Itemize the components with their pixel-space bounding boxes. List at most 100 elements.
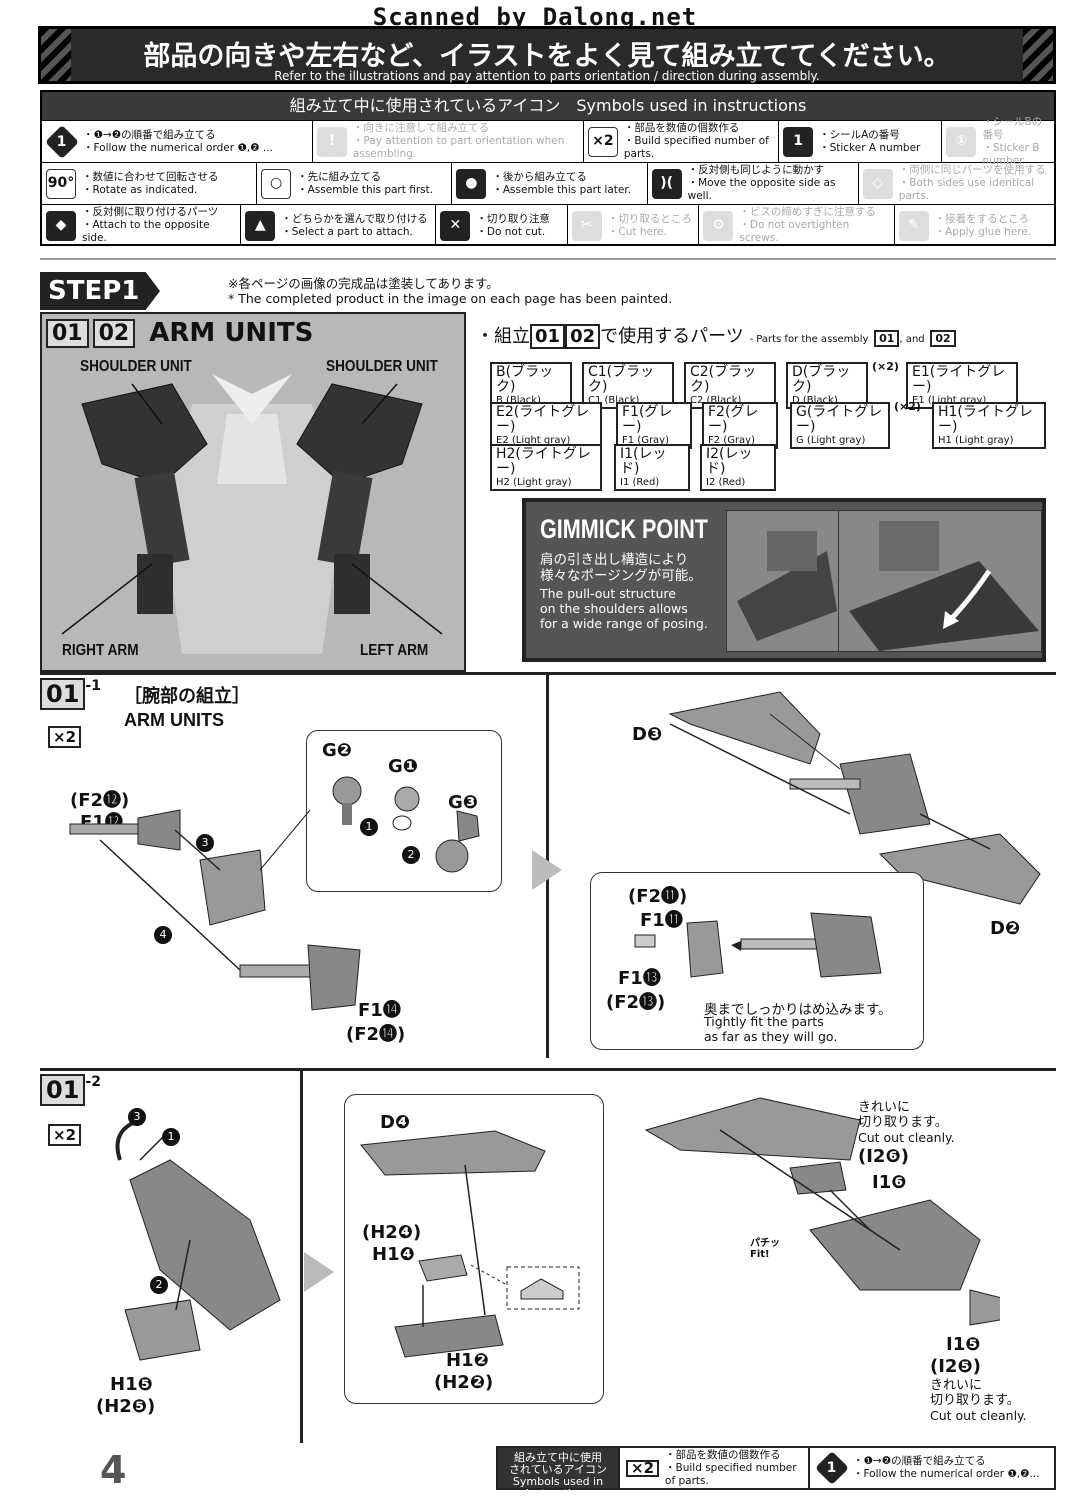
part-chip-en: I2 (Red) [706, 477, 746, 488]
label-d4: D❹ [380, 1112, 411, 1133]
fit-label: パチッ Fit! [750, 1238, 780, 1260]
symbol-cell-row1-1: !・向きに注意して組み立てる・Pay attention to part ori… [313, 121, 584, 162]
footer-x2-jp: ・部品を数値の個数作る [665, 1448, 781, 1461]
part-multiplier: (×2) [872, 360, 899, 373]
label-f2-12: (F2⓬) [70, 790, 130, 811]
symbol-jp: ・シールAの番号 [819, 128, 900, 141]
part-chip-jp: F2(グレー) [708, 404, 759, 435]
step-num-3-b: 3 [128, 1108, 146, 1126]
label-i2-6: (I2❻) [858, 1146, 909, 1167]
part-chip-jp: F1(グレー) [622, 404, 673, 435]
symbol-en: ・Assemble this part later. [492, 183, 632, 196]
part-chip-jp: D(ブラック) [792, 364, 851, 395]
symbol-cell-row1-4: ①・シールBの番号・Sticker B number [942, 116, 1054, 167]
label-right-arm: RIGHT ARM [62, 642, 139, 659]
parts-en-badge-01: 01 [874, 330, 900, 347]
footer-x2-cell: ×2 ・部品を数値の個数作る・Build specified number of… [618, 1448, 808, 1488]
label-i2-5: (I2❺) [930, 1356, 981, 1377]
symbol-jp: ・❶→❷の順番で組み立てる [83, 128, 216, 141]
section-01-1-num: 01 [40, 678, 86, 710]
symbol-jp: ・切り取り注意 [476, 212, 550, 225]
part-chip: I2(レッド)I2 (Red) [700, 444, 776, 491]
part-chip-en: D (Black) [792, 395, 838, 406]
part-chip: H2(ライトグレー)H2 (Light gray) [490, 444, 602, 491]
next-arrow-01-1 [532, 850, 562, 890]
label-h1-4: H1❹ [372, 1244, 415, 1265]
symbol-en: ・Build specified number of parts. [623, 135, 769, 160]
part-chip-jp: E2(ライトグレー) [496, 404, 590, 435]
step-num-1-b: 1 [162, 1128, 180, 1146]
label-f2-11: (F2⓫) [628, 886, 688, 907]
symbol-jp: ・ビスの締めすぎに注意する [739, 206, 876, 218]
step-num-4: 4 [154, 926, 172, 944]
gimmick-jp: 肩の引き出し構造により 様々なポージングが可能。 [540, 552, 702, 584]
detail-box-h-parts [344, 1094, 604, 1404]
symbol-cell-row2-3: )(・反対側も同じように動かす・Move the opposite side a… [648, 163, 859, 204]
part-chip-en: B (Black) [496, 395, 541, 406]
part-chip: F1(グレー)F1 (Gray) [616, 402, 692, 449]
footer-label: 組み立て中に使用 されているアイコン Symbols used in instr… [498, 1448, 618, 1500]
shoulder-assembly-illustration [644, 1097, 1000, 1326]
symbol-en: ・Both sides use identical parts. [898, 177, 1035, 202]
assembly-badge-02: 02 [92, 318, 136, 348]
label-i1-6: I1❻ [872, 1172, 907, 1193]
step-label: STEP1 [40, 272, 160, 310]
arm-assembly-illustration-left [69, 809, 361, 1011]
part-chip-jp: I2(レッド) [706, 446, 753, 477]
symbol-cell-row3-0: ◆・反対側に取り付けるパーツ・Attach to the opposite si… [42, 205, 242, 246]
symbol-jp: ・先に組み立てる [297, 170, 382, 183]
parts-en-and: , and [899, 334, 925, 345]
label-left-arm: LEFT ARM [360, 642, 429, 659]
step-divider [40, 258, 1056, 260]
footer-x2-en: ・Build specified number of parts. [665, 1461, 797, 1487]
symbol-cell-row3-4: ⚙・ビスの締めすぎに注意する・Do not overtighten screws… [699, 205, 895, 246]
symbols-row-2: 90°・数値に合わせて回転させる・Rotate as indicated.○・先… [42, 162, 1054, 204]
symbol-en: ・Assemble this part first. [297, 183, 434, 196]
symbol-jp: ・数値に合わせて回転させる [82, 170, 219, 183]
part-chip: E2(ライトグレー)E2 (Light gray) [490, 402, 602, 449]
parts-en-badge-02: 02 [930, 330, 956, 347]
part-chip-en: I1 (Red) [620, 477, 660, 488]
symbol-cell-row2-0: 90°・数値に合わせて回転させる・Rotate as indicated. [42, 163, 258, 204]
symbol-en: ・Sticker B number [982, 141, 1040, 167]
symbol-cell-row2-2: ●・後から組み立てる・Assemble this part later. [452, 163, 648, 204]
part-chip-en: C2 (Black) [690, 395, 742, 406]
label-f1-14: F1⓮ [358, 1000, 401, 1021]
next-arrow-01-2 [304, 1252, 334, 1292]
parts-mid: で使用するパーツ [600, 326, 744, 347]
symbol-icon-row1-4: ① [946, 126, 977, 157]
cut-note-2-en: Cut out cleanly. [930, 1408, 1027, 1423]
section-01-1-en: ARM UNITS [124, 710, 224, 730]
footer-order-jp: ・❶→❷の順番で組み立てる [853, 1455, 986, 1467]
symbol-icon-row3-4: ⚙ [703, 210, 734, 241]
symbol-jp: ・切り取るところ [607, 212, 692, 225]
shoulder-illustration-left [115, 1118, 281, 1361]
symbol-en: ・Pay attention to part orientation when … [352, 135, 565, 160]
footer-x2-icon: ×2 [626, 1459, 660, 1477]
label-d2: D❷ [990, 918, 1021, 939]
parts-badge-01: 01 [530, 324, 566, 349]
symbol-jp: ・後から組み立てる [492, 170, 587, 183]
section-01-2-num: 01 [40, 1074, 86, 1106]
symbols-title: 組み立て中に使用されているアイコン Symbols used in instru… [42, 92, 1054, 120]
symbol-jp: ・反対側も同じように動かす [687, 164, 825, 176]
symbol-jp: ・両側に同じパーツを使用する [898, 164, 1046, 176]
part-chip-jp: G(ライトグレー) [796, 404, 883, 435]
symbols-row-1: 1・❶→❷の順番で組み立てる・Follow the numerical orde… [42, 116, 1054, 167]
part-chip-jp: H1(ライトグレー) [938, 404, 1033, 435]
part-chip-en: H1 (Light gray) [938, 435, 1014, 446]
symbol-cell-row1-3: 1・シールAの番号・Sticker A number [779, 121, 943, 162]
footer-order-icon: 1 [815, 1451, 849, 1485]
part-chip: D(ブラック)D (Black) [786, 362, 868, 409]
gimmick-title: GIMMICK POINT [540, 514, 708, 544]
page-number: 4 [100, 1448, 127, 1492]
symbols-table: 組み立て中に使用されているアイコン Symbols used in instru… [40, 90, 1056, 246]
section-01-1-jp: ［腕部の組立］ [124, 686, 250, 707]
label-g3: G❸ [448, 792, 479, 813]
detail-box-g-parts [306, 730, 502, 892]
part-chip: G(ライトグレー)G (Light gray) [790, 402, 890, 449]
footer-symbols: 組み立て中に使用 されているアイコン Symbols used in instr… [496, 1446, 1056, 1500]
symbol-icon-row3-5: ✎ [898, 210, 929, 241]
label-g1: G❶ [388, 756, 419, 777]
symbol-icon-row1-3: 1 [783, 126, 814, 157]
